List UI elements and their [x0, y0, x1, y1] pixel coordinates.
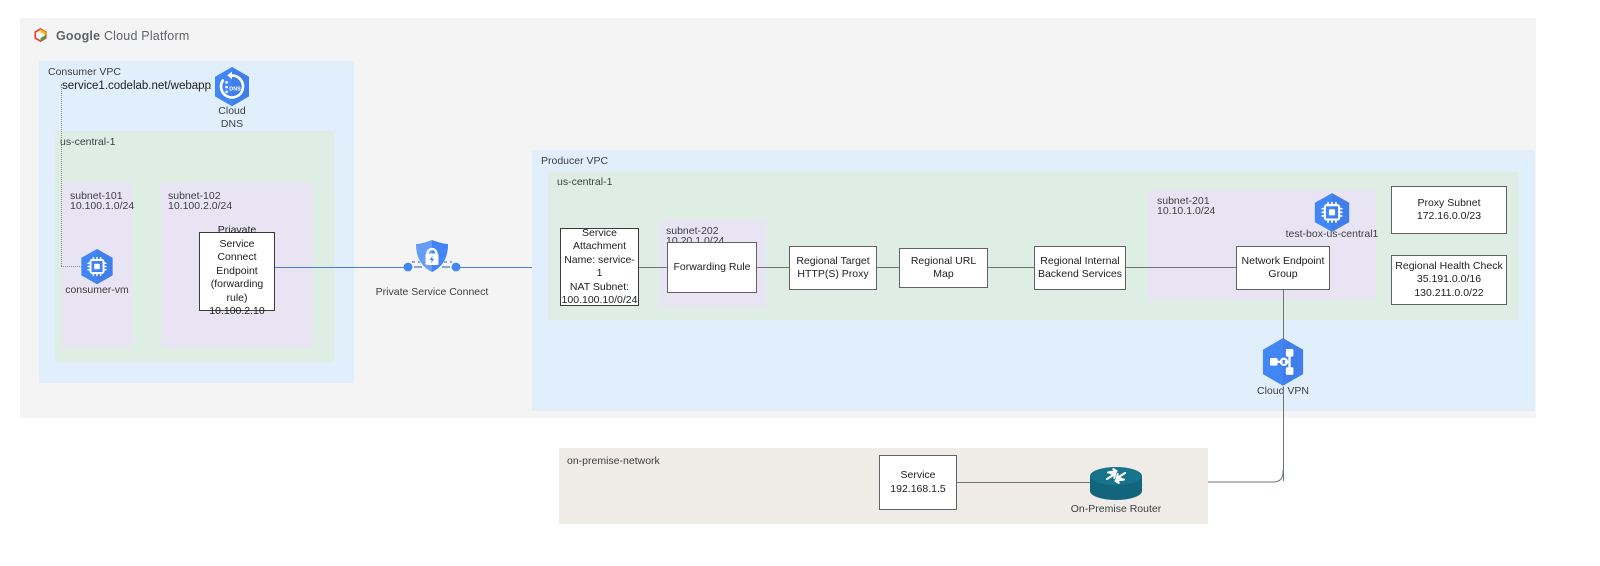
subnet-201-name: subnet-201 [1157, 195, 1210, 207]
consumer-vpc-label: Consumer VPC [48, 66, 121, 78]
svg-text:DNS: DNS [229, 87, 241, 93]
service-attachment-line1: Service [581, 226, 617, 239]
psc-link-left [275, 267, 406, 269]
subnet-101-cidr: 10.100.1.0/24 [70, 200, 135, 212]
cloud-dns-caption: Cloud DNS [192, 105, 272, 131]
psc-endpoint-line2: Connect Endpoint [216, 251, 258, 277]
forwarding-rule-label: Forwarding Rule [673, 260, 751, 273]
private-service-connect-caption: Private Service Connect [375, 286, 489, 298]
cloud-dns-caption-line2: DNS [220, 118, 244, 130]
regional-url-map-label: Regional URL Map [910, 254, 977, 281]
subnet-102-cidr: 10.100.2.0/24 [168, 200, 233, 212]
test-box-vm-icon [1312, 192, 1352, 236]
subnet-202-name: subnet-202 [666, 225, 719, 237]
vpn-router-elbow [1140, 470, 1286, 484]
service-attachment-line3: Name: service-1 [564, 253, 635, 280]
google-cloud-logo-icon [32, 27, 49, 44]
proxy-subnet-box[interactable]: Proxy Subnet 172.16.0.0/23 [1391, 186, 1507, 234]
vpn-to-onprem-line [1283, 389, 1284, 481]
psc-link-right [456, 267, 560, 269]
regional-backend-services-box[interactable]: Regional Internal Backend Services [1034, 246, 1126, 290]
neg-to-vpn-line [1283, 290, 1284, 340]
cloud-dns-caption-line1: Cloud [218, 105, 246, 117]
psc-endpoint-box[interactable]: Priavate Service Connect Endpoint (forwa… [199, 224, 275, 317]
regional-health-check-line1: Regional Health Check [1395, 259, 1503, 272]
dns-domain-label: service1.codelab.net/webapp [62, 80, 211, 92]
network-endpoint-group-line1: Network Endpoint [1241, 254, 1325, 267]
proxy-subnet-line1: Proxy Subnet [1417, 196, 1481, 209]
service-to-router-line [957, 482, 1091, 483]
subnet-201-cidr: 10.10.1.0/24 [1157, 205, 1216, 217]
regional-url-map-box[interactable]: Regional URL Map [899, 248, 988, 288]
brand-name: Google Cloud Platform [56, 29, 189, 43]
regional-target-proxy-line2: HTTP(S) Proxy [797, 268, 869, 280]
dns-domain-to-dns-line [182, 88, 211, 89]
cloud-vpn-caption: Cloud VPN [1257, 385, 1309, 397]
producer-vpc-label: Producer VPC [541, 155, 609, 167]
regional-target-proxy-line1: Regional Target [796, 254, 870, 267]
google-cloud-platform-logo: Google Cloud Platform [32, 27, 189, 44]
proxy-subnet-line2: 172.16.0.0/23 [1416, 210, 1482, 222]
chain-link-2 [757, 267, 789, 268]
network-endpoint-group-line2: Group [1268, 268, 1298, 280]
on-premise-network-label: on-premise-network [567, 455, 660, 467]
on-premise-router-caption: On-Premise Router [1070, 503, 1162, 515]
consumer-vm-caption: consumer-vm [65, 284, 129, 296]
consumer-vm-icon [79, 248, 115, 288]
on-premise-service-line1: Service [900, 469, 936, 481]
dns-domain-vertical-line [61, 84, 62, 266]
on-premise-service-box[interactable]: Service 192.168.1.5 [879, 455, 957, 510]
cloud-vpn-icon [1258, 337, 1308, 389]
chain-link-1 [639, 267, 667, 268]
regional-health-check-box[interactable]: Regional Health Check 35.191.0.0/16 130.… [1391, 255, 1507, 305]
psc-endpoint-line1: Priavate Service [217, 224, 257, 250]
psc-endpoint-line4: 10.100.2.10 [209, 305, 265, 318]
service-attachment-line4: NAT Subnet: [569, 280, 630, 293]
chain-link-4 [988, 267, 1034, 268]
regional-health-check-line3: 130.211.0.0/22 [1414, 286, 1484, 299]
network-endpoint-group-box[interactable]: Network Endpoint Group [1236, 246, 1330, 290]
regional-backend-services-line2: Backend Services [1037, 268, 1123, 280]
regional-target-proxy-box[interactable]: Regional Target HTTP(S) Proxy [789, 246, 877, 290]
dns-to-vm-line [61, 266, 82, 267]
brand-name-bold: Google [56, 28, 101, 43]
forwarding-rule-box[interactable]: Forwarding Rule [667, 242, 757, 293]
psc-endpoint-line3: (forwarding rule) [210, 278, 264, 304]
chain-link-3 [877, 267, 899, 268]
service-attachment-line2: Attachment [572, 240, 627, 252]
cloud-dns-icon: DNS [212, 66, 252, 111]
service-attachment-box[interactable]: Service Attachment Name: service-1 NAT S… [560, 226, 639, 306]
brand-name-rest: Cloud Platform [103, 28, 190, 43]
service-attachment-line5: 100.100.10/0/24 [561, 294, 638, 306]
test-box-caption: test-box-us-central1 [1285, 228, 1379, 240]
subnet-102-name: subnet-102 [168, 190, 221, 202]
regional-health-check-line2: 35.191.0.0/16 [1416, 273, 1482, 286]
private-service-connect-shield-icon [398, 238, 466, 280]
on-premise-service-line2: 192.168.1.5 [890, 482, 946, 495]
consumer-region-label: us-central-1 [60, 136, 116, 148]
regional-backend-services-line1: Regional Internal [1040, 254, 1120, 267]
subnet-101-name: subnet-101 [70, 190, 123, 202]
on-premise-router-icon [1087, 461, 1145, 503]
chain-link-5 [1126, 267, 1236, 268]
producer-region-label: us-central-1 [557, 176, 613, 188]
